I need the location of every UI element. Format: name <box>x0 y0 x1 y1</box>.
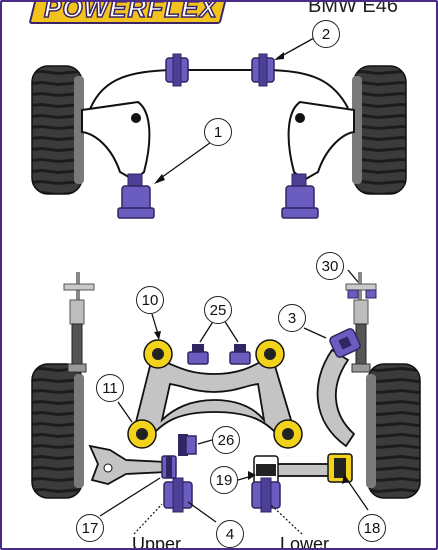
trailing-arm <box>316 348 356 448</box>
model-title: BMW E46 <box>307 0 398 17</box>
diff-mount-bush-right <box>229 344 251 365</box>
callout-3: 3 <box>278 304 306 332</box>
wishbone-rear-bush-right <box>281 173 319 219</box>
rear-left-tyre <box>31 363 84 499</box>
wishbone-rear-bush-left <box>117 173 155 219</box>
lower-arm-mount-bush <box>251 477 281 513</box>
diff-mount-bush-left <box>187 344 209 365</box>
anti-roll-bar-bush-right <box>251 53 275 87</box>
upper-arm-caption: Upper <box>132 534 182 550</box>
callout-4: 4 <box>216 520 244 548</box>
front-anti-roll-bar <box>87 69 349 115</box>
lower-arm-caption: Lower <box>280 534 330 550</box>
callout-26: 26 <box>212 426 240 454</box>
subframe-mount-rear-right <box>273 419 303 449</box>
callout-10: 10 <box>136 286 164 314</box>
front-right-tyre <box>352 65 407 195</box>
anti-roll-bar-bush-left <box>165 53 189 87</box>
subframe-mount-rear-left <box>127 419 157 449</box>
callout-19: 19 <box>210 466 238 494</box>
front-left-tyre <box>31 65 84 195</box>
lower-arm-inner-bush <box>253 455 279 487</box>
callout-17: 17 <box>76 514 104 542</box>
upper-arm-outer-bush <box>161 455 177 479</box>
callout-18: 18 <box>358 514 386 542</box>
front-left-wishbone <box>81 100 151 182</box>
trailing-arm-bush <box>329 328 361 358</box>
callout-25: 25 <box>204 296 232 324</box>
callout-1: 1 <box>204 118 232 146</box>
subframe-mount-front-left <box>143 339 173 369</box>
brand-logo-text: POWERFLEX <box>43 0 218 24</box>
rear-left-shock-absorber <box>63 272 95 373</box>
rear-right-shock-absorber <box>345 272 377 373</box>
callout-2: 2 <box>312 20 340 48</box>
upper-arm-inner-bush <box>163 477 193 513</box>
callout-11: 11 <box>96 374 124 402</box>
subframe-mount-front-right <box>255 339 285 369</box>
diff-front-mount-bush <box>178 434 197 456</box>
lower-arm-outer-bush <box>327 453 353 483</box>
rear-right-tyre <box>366 363 421 499</box>
callout-30: 30 <box>316 252 344 280</box>
upper-arm <box>88 444 167 485</box>
